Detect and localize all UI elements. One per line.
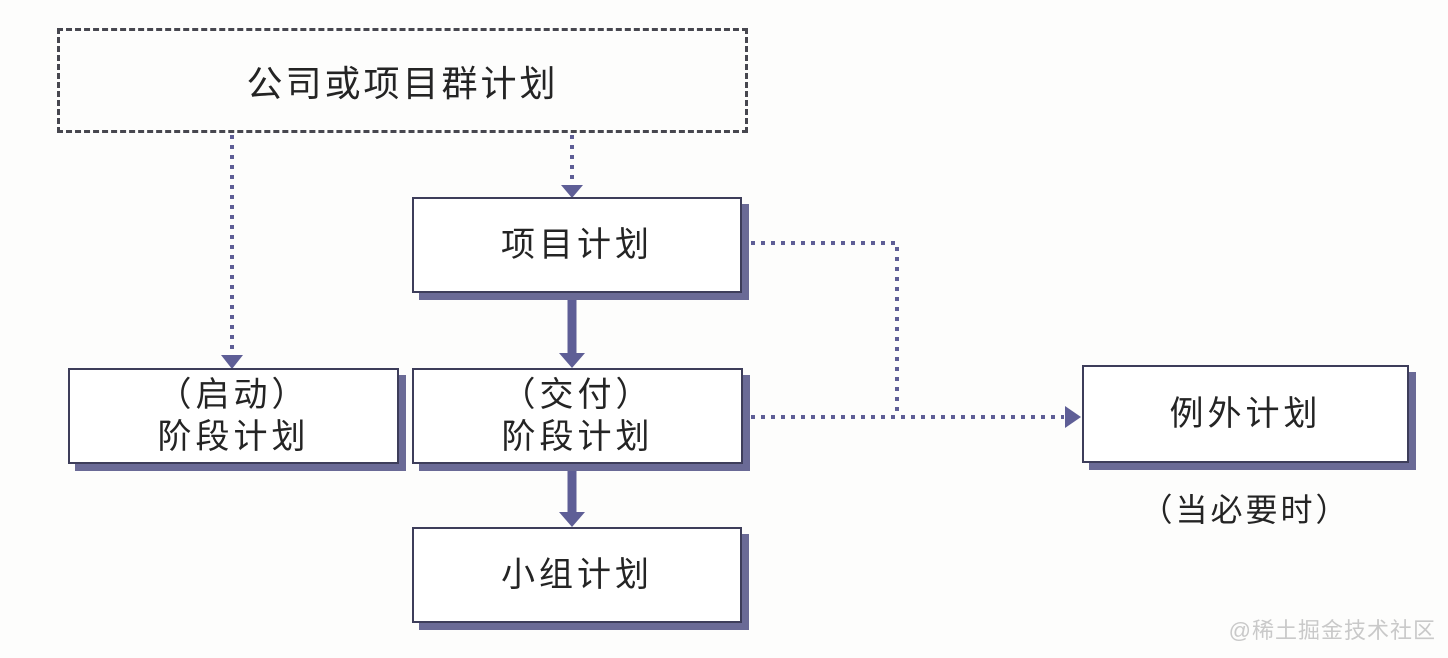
arrowhead-project bbox=[561, 185, 583, 198]
exception-plan-note: （当必要时） bbox=[1140, 492, 1351, 528]
node-corporate-programme-plan: 公司或项目群计划 bbox=[57, 28, 748, 133]
node-team-plan-label: 小组计划 bbox=[501, 555, 653, 594]
watermark-text: @稀土掘金技术社区 bbox=[1228, 618, 1436, 643]
node-team-plan: 小组计划 bbox=[412, 527, 742, 623]
arrowhead-delivery bbox=[559, 353, 585, 368]
node-project-plan-label: 项目计划 bbox=[501, 225, 653, 264]
node-initiation-stage-plan-line1: （启动） bbox=[157, 375, 310, 414]
node-initiation-stage-plan-line2: 阶段计划 bbox=[157, 418, 310, 456]
arrowhead-exception bbox=[1065, 406, 1081, 428]
arrowhead-team bbox=[559, 512, 585, 527]
node-delivery-stage-plan-line1: （交付） bbox=[501, 375, 654, 414]
node-corporate-programme-plan-label: 公司或项目群计划 bbox=[246, 62, 559, 104]
node-delivery-stage-plan: （交付） 阶段计划 bbox=[412, 368, 743, 464]
node-exception-plan-label: 例外计划 bbox=[1169, 394, 1322, 433]
arrowhead-initiation bbox=[221, 355, 243, 369]
node-delivery-stage-plan-line2: 阶段计划 bbox=[501, 418, 654, 456]
node-initiation-stage-plan: （启动） 阶段计划 bbox=[68, 368, 399, 464]
node-exception-plan: 例外计划 bbox=[1082, 365, 1409, 463]
connector-project-elbow bbox=[751, 241, 899, 415]
node-project-plan: 项目计划 bbox=[412, 197, 742, 293]
